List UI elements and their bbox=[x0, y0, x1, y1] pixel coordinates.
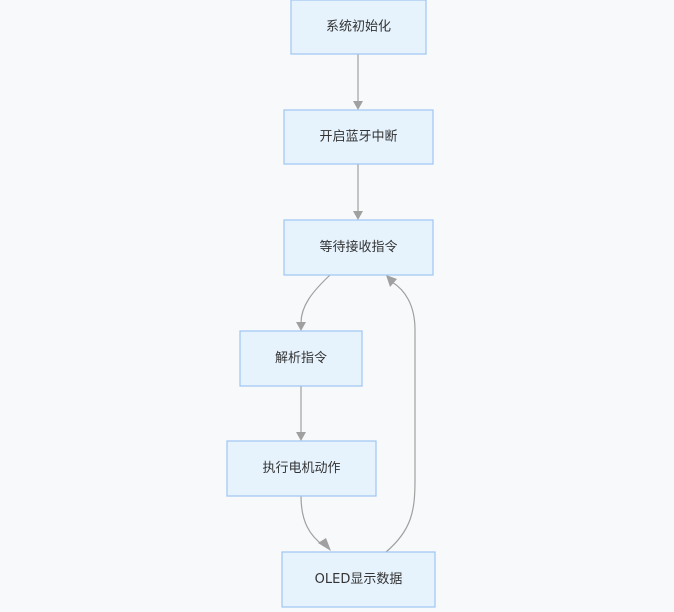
node-motor-box bbox=[226, 440, 377, 497]
arrowhead-bt-to-wait bbox=[353, 211, 363, 220]
arrowhead-init-to-bt bbox=[353, 101, 363, 110]
node-wait-label: 等待接收指令 bbox=[319, 239, 397, 255]
node-wait-box bbox=[283, 219, 434, 276]
edge-oled-to-wait bbox=[385, 281, 416, 553]
node-oled: OLED显示数据 bbox=[281, 551, 436, 608]
node-parse-box bbox=[239, 330, 363, 387]
node-parse-label: 解析指令 bbox=[275, 351, 327, 366]
arrowhead-parse-to-motor bbox=[296, 432, 306, 441]
node-oled-box bbox=[281, 551, 436, 608]
arrowhead-motor-to-oled bbox=[318, 538, 331, 551]
node-wait: 等待接收指令 bbox=[283, 219, 434, 276]
node-bt-box bbox=[283, 109, 434, 165]
node-bt-label: 开启蓝牙中断 bbox=[319, 130, 397, 145]
edge-wait-to-parse bbox=[300, 274, 331, 324]
node-parse: 解析指令 bbox=[239, 330, 363, 387]
edge-motor-to-oled bbox=[300, 495, 325, 547]
node-init: 系统初始化 bbox=[290, 0, 427, 55]
node-oled-label: OLED显示数据 bbox=[315, 572, 403, 587]
node-motor: 执行电机动作 bbox=[226, 440, 377, 497]
node-bt: 开启蓝牙中断 bbox=[283, 109, 434, 165]
arrowhead-wait-to-parse bbox=[296, 322, 306, 331]
node-init-box bbox=[290, 0, 427, 55]
node-motor-label: 执行电机动作 bbox=[262, 461, 340, 476]
edges bbox=[296, 54, 416, 553]
node-init-label: 系统初始化 bbox=[326, 20, 391, 35]
arrowhead-oled-to-wait bbox=[386, 275, 397, 287]
